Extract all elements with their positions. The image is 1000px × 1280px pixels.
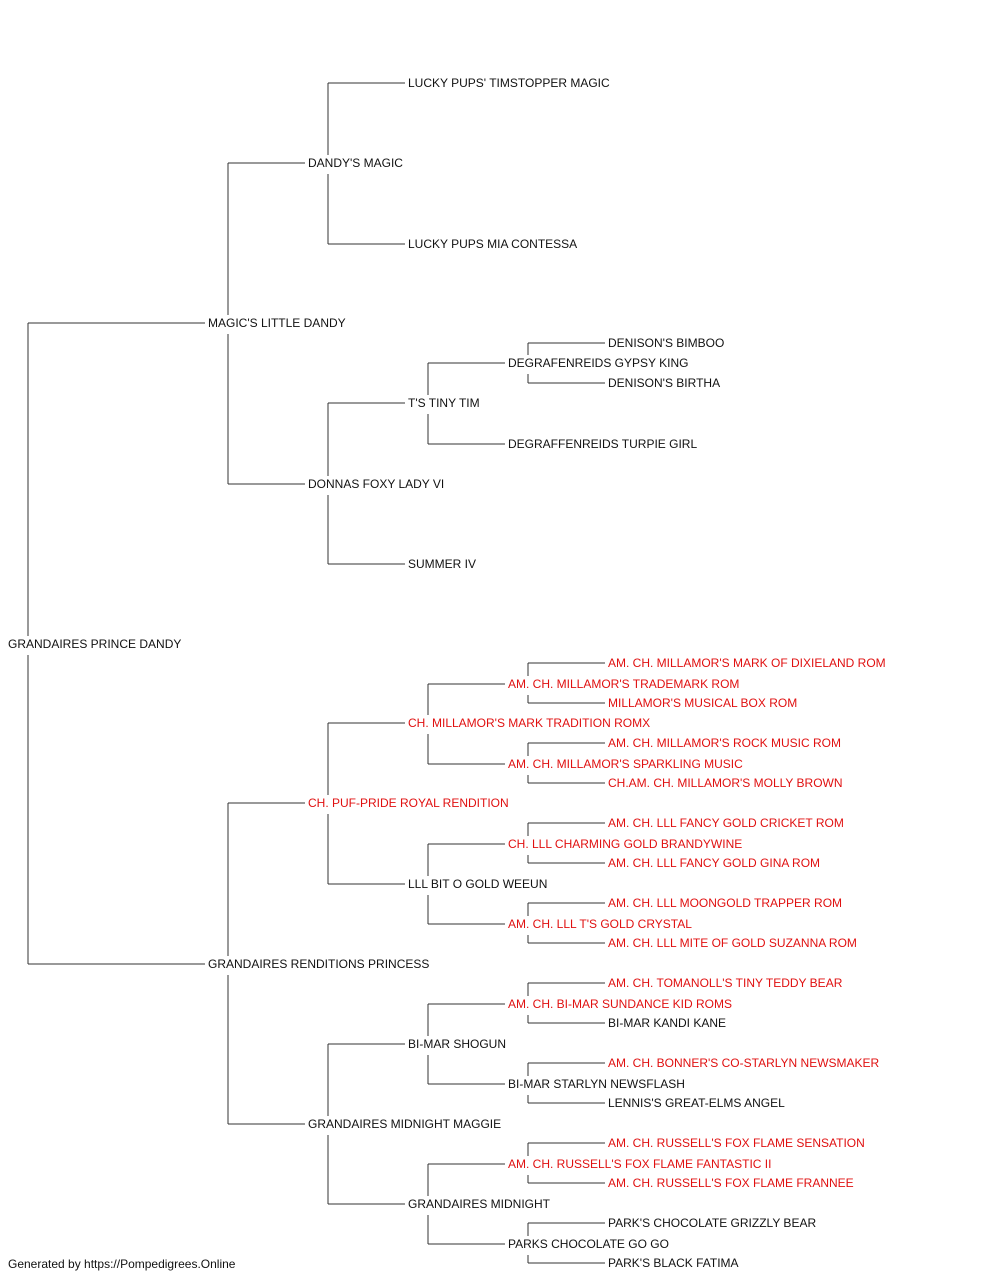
sire-am-ch-bi-mar-sundance-kid-roms: AM. CH. BI-MAR SUNDANCE KID ROMS	[508, 997, 732, 1011]
dam-lucky-pups-mia-contessa: LUCKY PUPS MIA CONTESSA	[408, 237, 577, 251]
dam-am-ch-lll-mite-of-gold-suzanna-rom: AM. CH. LLL MITE OF GOLD SUZANNA ROM	[608, 936, 857, 950]
sire-bi-mar-shogun: BI-MAR SHOGUN	[408, 1037, 506, 1051]
sire-park-s-chocolate-grizzly-bear: PARK'S CHOCOLATE GRIZZLY BEAR	[608, 1216, 816, 1230]
sire-ch-lll-charming-gold-brandywine: CH. LLL CHARMING GOLD BRANDYWINE	[508, 837, 742, 851]
dam-am-ch-lll-fancy-gold-gina-rom: AM. CH. LLL FANCY GOLD GINA ROM	[608, 856, 820, 870]
dam-summer-iv: SUMMER IV	[408, 557, 476, 571]
dam-donnas-foxy-lady-vi: DONNAS FOXY LADY VI	[308, 477, 444, 491]
subject-grandaires-prince-dandy: GRANDAIRES PRINCE DANDY	[8, 637, 181, 651]
dam-bi-mar-starlyn-newsflash: BI-MAR STARLYN NEWSFLASH	[508, 1077, 685, 1091]
sire-am-ch-bonner-s-co-starlyn-newsmaker: AM. CH. BONNER'S CO-STARLYN NEWSMAKER	[608, 1056, 880, 1070]
sire-magic-s-little-dandy: MAGIC'S LITTLE DANDY	[208, 316, 346, 330]
sire-am-ch-millamor-s-rock-music-rom: AM. CH. MILLAMOR'S ROCK MUSIC ROM	[608, 736, 841, 750]
sire-ch-millamor-s-mark-tradition-romx: CH. MILLAMOR'S MARK TRADITION ROMX	[408, 716, 650, 730]
dam-am-ch-lll-t-s-gold-crystal: AM. CH. LLL T'S GOLD CRYSTAL	[508, 917, 692, 931]
dam-lennis-s-great-elms-angel: LENNIS'S GREAT-ELMS ANGEL	[608, 1096, 785, 1110]
dam-grandaires-renditions-princess: GRANDAIRES RENDITIONS PRINCESS	[208, 957, 429, 971]
dam-denison-s-birtha: DENISON'S BIRTHA	[608, 376, 720, 390]
sire-am-ch-russell-s-fox-flame-sensation: AM. CH. RUSSELL'S FOX FLAME SENSATION	[608, 1136, 865, 1150]
sire-t-s-tiny-tim: T'S TINY TIM	[408, 396, 480, 410]
sire-denison-s-bimboo: DENISON'S BIMBOO	[608, 336, 724, 350]
dam-lll-bit-o-gold-weeun: LLL BIT O GOLD WEEUN	[408, 877, 547, 891]
sire-lucky-pups-timstopper-magic: LUCKY PUPS' TIMSTOPPER MAGIC	[408, 76, 610, 90]
dam-parks-chocolate-go-go: PARKS CHOCOLATE GO GO	[508, 1237, 669, 1251]
sire-am-ch-tomanoll-s-tiny-teddy-bear: AM. CH. TOMANOLL'S TINY TEDDY BEAR	[608, 976, 843, 990]
dam-ch-am-ch-millamor-s-molly-brown: CH.AM. CH. MILLAMOR'S MOLLY BROWN	[608, 776, 843, 790]
dam-grandaires-midnight: GRANDAIRES MIDNIGHT	[408, 1197, 551, 1211]
dam-am-ch-millamor-s-sparkling-music: AM. CH. MILLAMOR'S SPARKLING MUSIC	[508, 757, 743, 771]
dam-am-ch-russell-s-fox-flame-frannee: AM. CH. RUSSELL'S FOX FLAME FRANNEE	[608, 1176, 854, 1190]
dam-bi-mar-kandi-kane: BI-MAR KANDI KANE	[608, 1016, 726, 1030]
sire-am-ch-millamor-s-trademark-rom: AM. CH. MILLAMOR'S TRADEMARK ROM	[508, 677, 739, 691]
dam-park-s-black-fatima: PARK'S BLACK FATIMA	[608, 1256, 739, 1270]
dam-millamor-s-musical-box-rom: MILLAMOR'S MUSICAL BOX ROM	[608, 696, 797, 710]
generated-by-footer: Generated by https://Pompedigrees.Online	[8, 1257, 236, 1271]
dam-grandaires-midnight-maggie: GRANDAIRES MIDNIGHT MAGGIE	[308, 1117, 501, 1131]
sire-dandy-s-magic: DANDY'S MAGIC	[308, 156, 403, 170]
sire-am-ch-lll-fancy-gold-cricket-rom: AM. CH. LLL FANCY GOLD CRICKET ROM	[608, 816, 844, 830]
sire-am-ch-lll-moongold-trapper-rom: AM. CH. LLL MOONGOLD TRAPPER ROM	[608, 896, 842, 910]
sire-am-ch-russell-s-fox-flame-fantastic-ii: AM. CH. RUSSELL'S FOX FLAME FANTASTIC II	[508, 1157, 771, 1171]
sire-degrafenreids-gypsy-king: DEGRAFENREIDS GYPSY KING	[508, 356, 689, 370]
sire-am-ch-millamor-s-mark-of-dixieland-rom: AM. CH. MILLAMOR'S MARK OF DIXIELAND ROM	[608, 656, 886, 670]
dam-degraffenreids-turpie-girl: DEGRAFFENREIDS TURPIE GIRL	[508, 437, 697, 451]
sire-ch-puf-pride-royal-rendition: CH. PUF-PRIDE ROYAL RENDITION	[308, 796, 509, 810]
